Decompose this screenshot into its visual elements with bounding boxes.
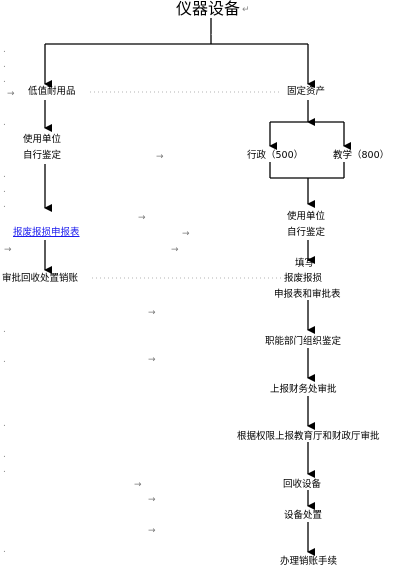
para-mark: . xyxy=(3,450,6,460)
tab-mark: → xyxy=(156,152,164,162)
para-mark: . xyxy=(3,60,6,70)
node-low-value-items: 低值耐用品 xyxy=(28,86,76,97)
tab-mark: → xyxy=(182,229,190,239)
node-fill-line3: 申报表和审批表 xyxy=(274,289,341,300)
para-mark: . xyxy=(3,545,6,555)
para-mark: . xyxy=(3,75,6,85)
para-mark: . xyxy=(3,419,6,429)
tab-mark: → xyxy=(171,245,179,255)
tab-mark: → xyxy=(148,308,156,318)
node-right-unit-line2: 自行鉴定 xyxy=(287,227,326,238)
node-left-unit-line1: 使用单位 xyxy=(23,134,62,145)
node-equipment-disposal: 设备处置 xyxy=(284,510,323,521)
para-mark: . xyxy=(3,325,6,335)
para-mark: . xyxy=(3,355,6,365)
node-admin: 行政（500） xyxy=(247,150,304,161)
tab-mark: → xyxy=(134,480,142,490)
node-right-unit-line1: 使用单位 xyxy=(287,211,326,222)
para-mark: . xyxy=(3,118,6,128)
node-writeoff-procedure: 办理销账手续 xyxy=(280,556,338,567)
node-dept-appraisal: 职能部门组织鉴定 xyxy=(265,336,342,347)
node-left-unit-line2: 自行鉴定 xyxy=(23,150,62,161)
tab-mark: → xyxy=(138,213,146,223)
para-mark: . xyxy=(3,465,6,475)
node-finance-approval: 上报财务处审批 xyxy=(270,384,337,395)
node-teaching: 教学（800） xyxy=(333,150,390,161)
tab-mark: → xyxy=(7,89,15,99)
para-mark: . xyxy=(3,170,6,180)
node-fill-line2: 报废报损 xyxy=(284,273,323,284)
node-recover-equipment: 回收设备 xyxy=(283,479,322,490)
para-mark: . xyxy=(3,45,6,55)
tab-mark: → xyxy=(4,245,12,255)
node-fixed-assets: 固定资产 xyxy=(287,86,326,97)
node-fill-line1: 填写 xyxy=(295,258,315,269)
para-mark: . xyxy=(210,28,213,38)
node-authority-approval: 根据权限上报教育厅和财政厅审批 xyxy=(237,431,380,442)
page-title: 仪器设备 xyxy=(176,0,241,18)
tab-mark: → xyxy=(148,355,156,365)
para-mark: . xyxy=(3,200,6,210)
tab-mark: → xyxy=(148,526,156,536)
scrap-form-link[interactable]: 报废报损申报表 xyxy=(13,227,80,238)
para-mark: . xyxy=(3,185,6,195)
return-mark: ↵ xyxy=(242,5,250,15)
tab-mark: → xyxy=(148,495,156,505)
node-approve-recover-writeoff: 审批回收处置销账 xyxy=(2,273,79,284)
